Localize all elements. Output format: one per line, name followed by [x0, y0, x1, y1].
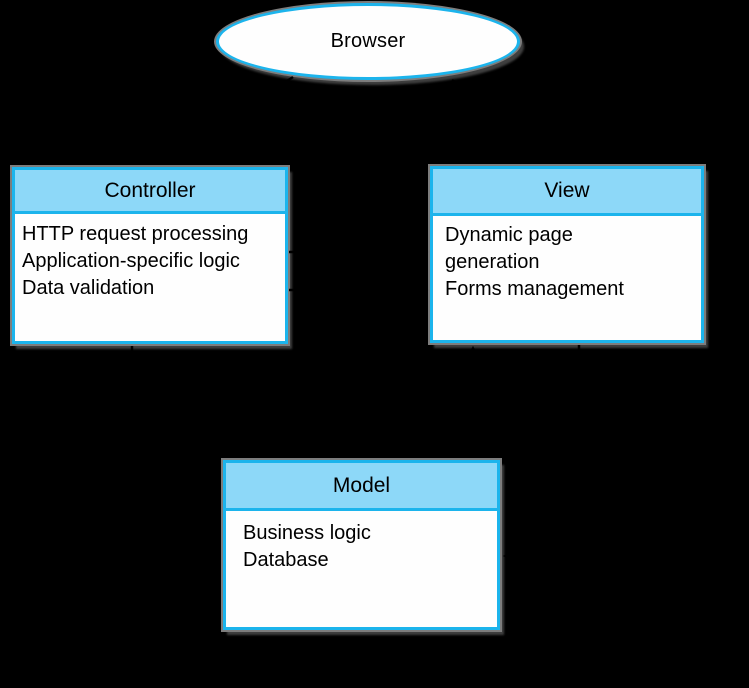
- model-node: Model Business logic Database: [223, 460, 500, 630]
- view-responsibility: generation: [445, 251, 540, 273]
- controller-responsibility: HTTP request processing: [22, 223, 249, 245]
- model-responsibility: Database: [243, 549, 329, 571]
- model-responsibility: Business logic: [243, 522, 371, 544]
- controller-responsibility: Data validation: [22, 277, 155, 299]
- controller-responsibility: Application-specific logic: [22, 250, 240, 272]
- view-node-body: Dynamic page generation Forms management: [433, 216, 701, 303]
- browser-node: Browser: [216, 3, 520, 80]
- model-node-title: Model: [226, 463, 497, 511]
- controller-node-body: HTTP request processing Application-spec…: [15, 214, 285, 302]
- controller-node-title: Controller: [15, 170, 285, 214]
- view-responsibility: Dynamic page: [445, 224, 573, 246]
- controller-node: Controller HTTP request processing Appli…: [12, 167, 288, 344]
- view-node-title: View: [433, 169, 701, 216]
- view-node: View Dynamic page generation Forms manag…: [430, 166, 704, 343]
- browser-node-label: Browser: [330, 30, 406, 52]
- connector-controller-to-model: [130, 346, 219, 563]
- connector-browser-to-controller: [170, 75, 294, 158]
- view-responsibility: Forms management: [445, 278, 624, 300]
- connector-browser-to-view: [451, 78, 564, 163]
- connector-view-to-model: [502, 345, 581, 564]
- model-node-body: Business logic Database: [226, 511, 497, 574]
